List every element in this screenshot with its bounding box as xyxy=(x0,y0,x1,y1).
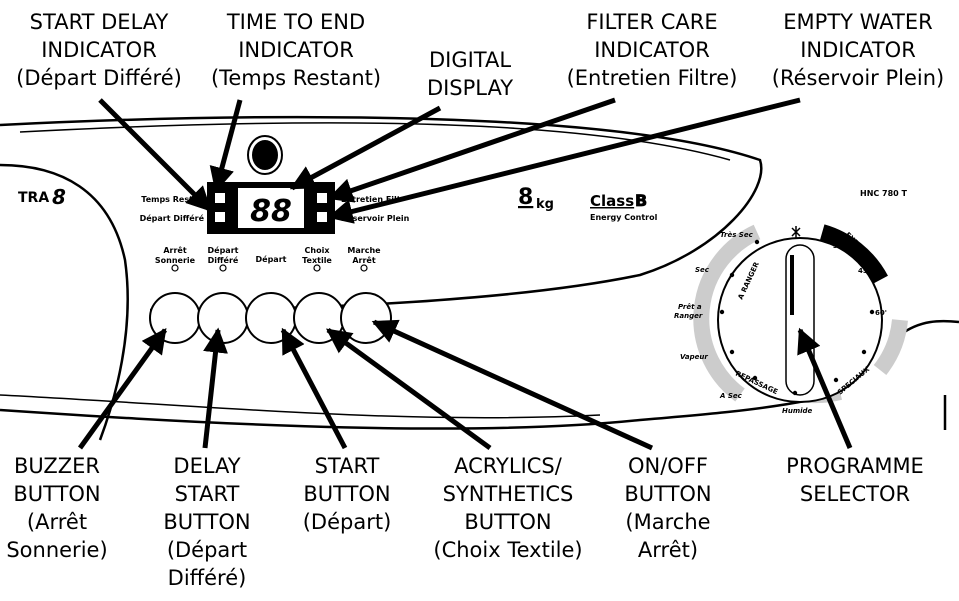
dial-a-sec: A Sec xyxy=(719,392,743,400)
choix-label-1: Choix xyxy=(305,246,331,255)
dial-pret-2: Ranger xyxy=(674,312,703,320)
filter-care-indicator xyxy=(317,193,327,203)
depart-differe-indicator-label: Départ Différé xyxy=(140,213,205,223)
callout-onoff: ON/OFF BUTTON (Marche Arrêt) xyxy=(624,454,712,562)
on-off-button[interactable] xyxy=(340,292,392,344)
xtra-number: 8 xyxy=(52,185,66,209)
energy-control-label: Energy Control xyxy=(590,213,658,222)
class-grade: B xyxy=(635,191,647,210)
arret-label-1: Arrêt xyxy=(163,245,187,255)
dial-pret-1: Prêt a xyxy=(678,303,702,311)
depart-label: Départ xyxy=(256,254,287,264)
callout-filter-care: FILTER CARE INDICATOR (Entretien Filtre) xyxy=(566,10,738,90)
dial-30: 30' xyxy=(833,242,845,250)
empty-water-indicator xyxy=(317,212,327,222)
marche-label-2: Arrêt xyxy=(352,255,376,265)
model-label: HNC 780 T xyxy=(860,189,908,198)
temps-restant-label: Temps Restan xyxy=(141,195,204,204)
a-ranger-ring xyxy=(693,224,761,402)
express-ring xyxy=(819,224,888,285)
arrow-start xyxy=(280,327,348,450)
callout-buzzer: BUZZER BUTTON (Arrêt Sonnerie) xyxy=(6,454,108,562)
arrow-acrylics xyxy=(325,327,492,451)
callout-time-to-end: TIME TO END INDICATOR (Temps Restant) xyxy=(210,10,382,90)
buzzer-button[interactable] xyxy=(149,292,201,344)
display-digits: 88 xyxy=(250,194,292,229)
depart-diff-label-2: Différé xyxy=(208,255,239,265)
time-to-end-indicator xyxy=(215,193,225,203)
dial-vapeur: Vapeur xyxy=(680,353,708,361)
callout-programme: PROGRAMME SELECTOR xyxy=(786,454,924,506)
callout-arrows xyxy=(77,97,853,451)
callout-start: START BUTTON (Départ) xyxy=(302,454,392,534)
callout-acrylics: ACRYLICS/ SYNTHETICS BUTTON (Choix Texti… xyxy=(433,454,583,562)
arrow-empty-water xyxy=(327,97,801,224)
capacity-number: 8 xyxy=(518,185,533,210)
dial-45: 45' xyxy=(858,267,870,275)
reservoir-plein-label: Réservoir Plein xyxy=(341,213,410,223)
dial-sec: Sec xyxy=(695,266,710,274)
arrow-onoff xyxy=(371,319,654,451)
capacity-unit: kg xyxy=(536,197,554,212)
arrow-start-delay xyxy=(98,98,212,212)
programme-selector[interactable] xyxy=(693,224,908,404)
button-leds xyxy=(171,264,368,272)
xtra-label: TRA xyxy=(18,190,49,206)
callout-empty-water: EMPTY WATER INDICATOR (Réservoir Plein) xyxy=(771,10,945,90)
hoover-logo xyxy=(247,135,283,175)
arrow-filter-care xyxy=(327,97,616,203)
callout-delay-start: DELAY START BUTTON (Départ Différé) xyxy=(163,454,251,590)
arrow-digital-display xyxy=(289,105,442,191)
arrow-delay-start xyxy=(202,327,228,449)
class-label: Class xyxy=(590,192,634,210)
marche-label-1: Marche xyxy=(347,246,381,255)
dial-tres-sec: Très Sec xyxy=(720,231,754,239)
callout-digital-display: DIGITAL DISPLAY xyxy=(426,48,514,100)
entretien-filtre-label: Entretien Filt xyxy=(341,195,401,204)
dial-humide: Humide xyxy=(782,407,813,415)
callout-start-delay: START DELAY INDICATOR (Départ Différé) xyxy=(16,10,182,90)
depart-diff-label-1: Départ xyxy=(208,245,239,255)
delay-start-button[interactable] xyxy=(197,292,249,344)
arrow-programme xyxy=(797,327,853,449)
arret-label-2: Sonnerie xyxy=(155,256,196,265)
start-delay-indicator xyxy=(215,212,225,222)
fan-icon xyxy=(791,226,801,238)
choix-label-2: Textile xyxy=(302,256,332,265)
speciaux-ring xyxy=(873,318,908,375)
dial-60: 60' xyxy=(875,309,887,317)
arrow-time-to-end xyxy=(209,99,243,193)
arrow-buzzer xyxy=(77,327,168,450)
digital-display xyxy=(238,188,304,228)
